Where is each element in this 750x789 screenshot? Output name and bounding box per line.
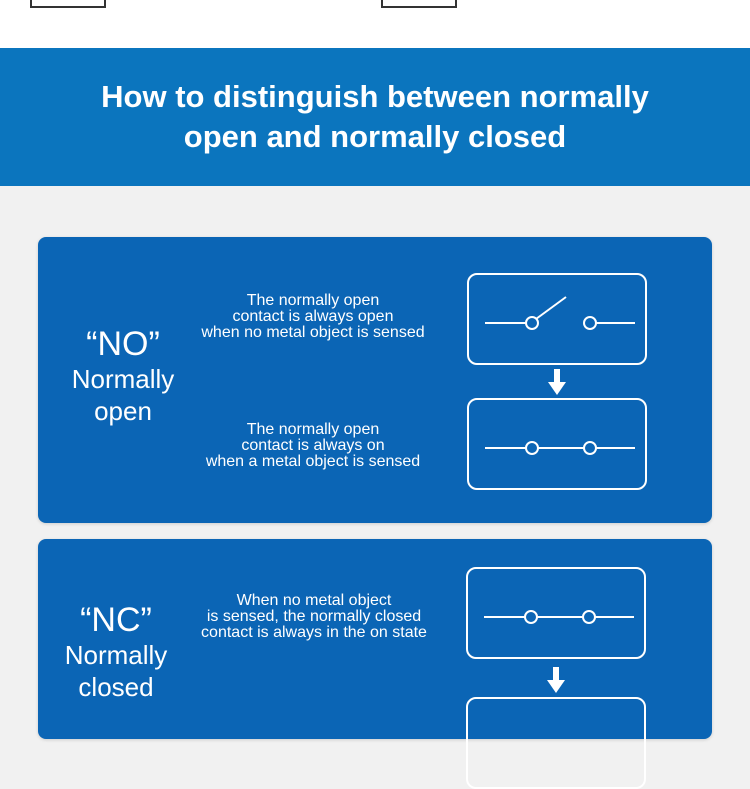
no-code: “NO” xyxy=(86,325,160,363)
down-arrow-icon xyxy=(548,369,566,395)
no-desc-after: The normally open contact is always on w… xyxy=(205,421,421,470)
open-switch-icon xyxy=(467,273,647,365)
closed-switch-icon xyxy=(467,398,647,490)
nc-label: “NC” Normally closed xyxy=(38,601,194,703)
down-arrow-icon xyxy=(547,667,565,693)
nc-line1: Normally xyxy=(64,640,168,670)
nc-line2: closed xyxy=(78,672,154,702)
nc-code: “NC” xyxy=(80,601,152,639)
normally-open-card: “NO” Normally open The normally open con… xyxy=(38,237,712,523)
top-left-box xyxy=(30,0,106,8)
next-switch-icon xyxy=(466,697,646,789)
normally-closed-card: “NC” Normally closed When no metal objec… xyxy=(38,539,712,789)
closed-switch-icon xyxy=(466,567,646,659)
no-line1: Normally xyxy=(71,364,175,394)
title-banner: How to distinguish between normally open… xyxy=(0,48,750,186)
no-label: “NO” Normally open xyxy=(38,325,208,427)
banner-title: How to distinguish between normally open… xyxy=(101,79,649,154)
nc-desc-before: When no metal object is sensed, the norm… xyxy=(201,592,427,641)
top-right-box xyxy=(381,0,457,8)
no-line2: open xyxy=(94,396,152,426)
no-desc-before: The normally open contact is always open… xyxy=(201,292,425,341)
top-strip xyxy=(0,0,750,48)
